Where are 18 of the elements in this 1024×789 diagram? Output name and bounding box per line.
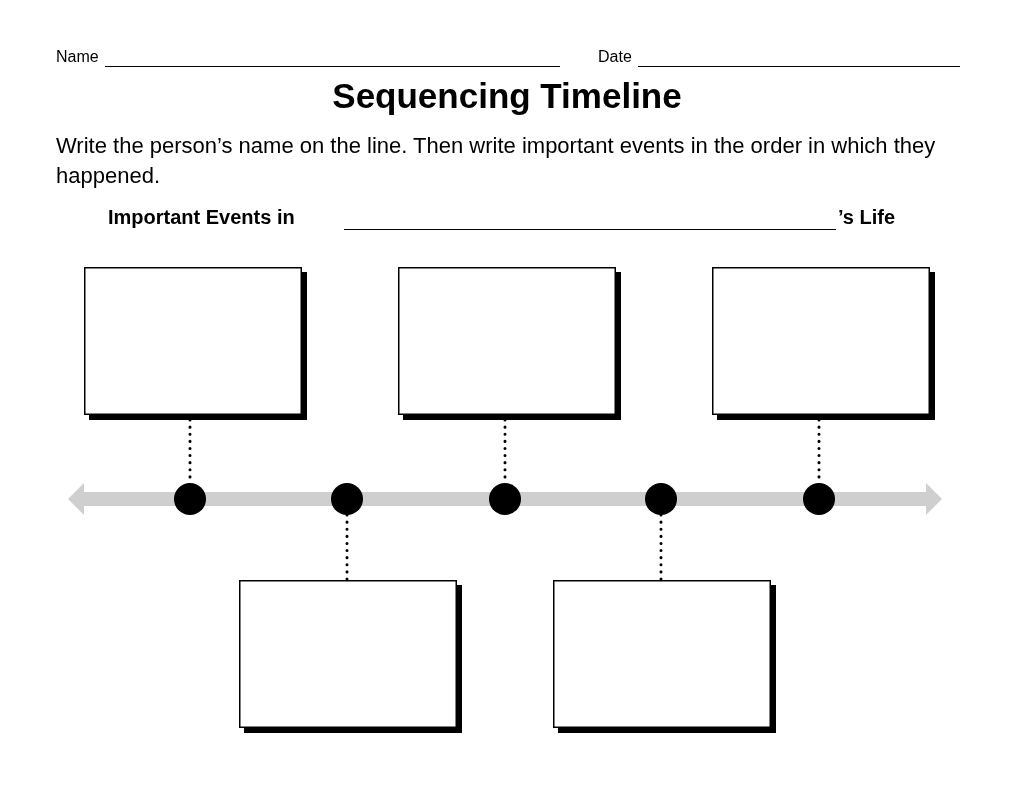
timeline-dot [331,483,363,515]
answer-box [84,267,307,420]
title: Sequencing Timeline [331,76,683,116]
connector-line [659,513,663,582]
answer-box [398,267,621,420]
heading-text: ’s Life [838,206,896,229]
instructions-text: Write the person’s name on the line. Then write important events in the order in which they happened. [56,132,937,190]
timeline-dot [174,483,206,515]
answer-box [553,580,776,733]
heading-text: Important Events in [108,206,295,229]
field-label: Name [56,48,99,66]
field-label: Date [598,48,632,66]
answer-box [239,580,462,733]
timeline-dot [803,483,835,515]
answer-box [712,267,935,420]
timeline-dot [489,483,521,515]
timeline-dot [645,483,677,515]
connector-line [345,513,349,582]
